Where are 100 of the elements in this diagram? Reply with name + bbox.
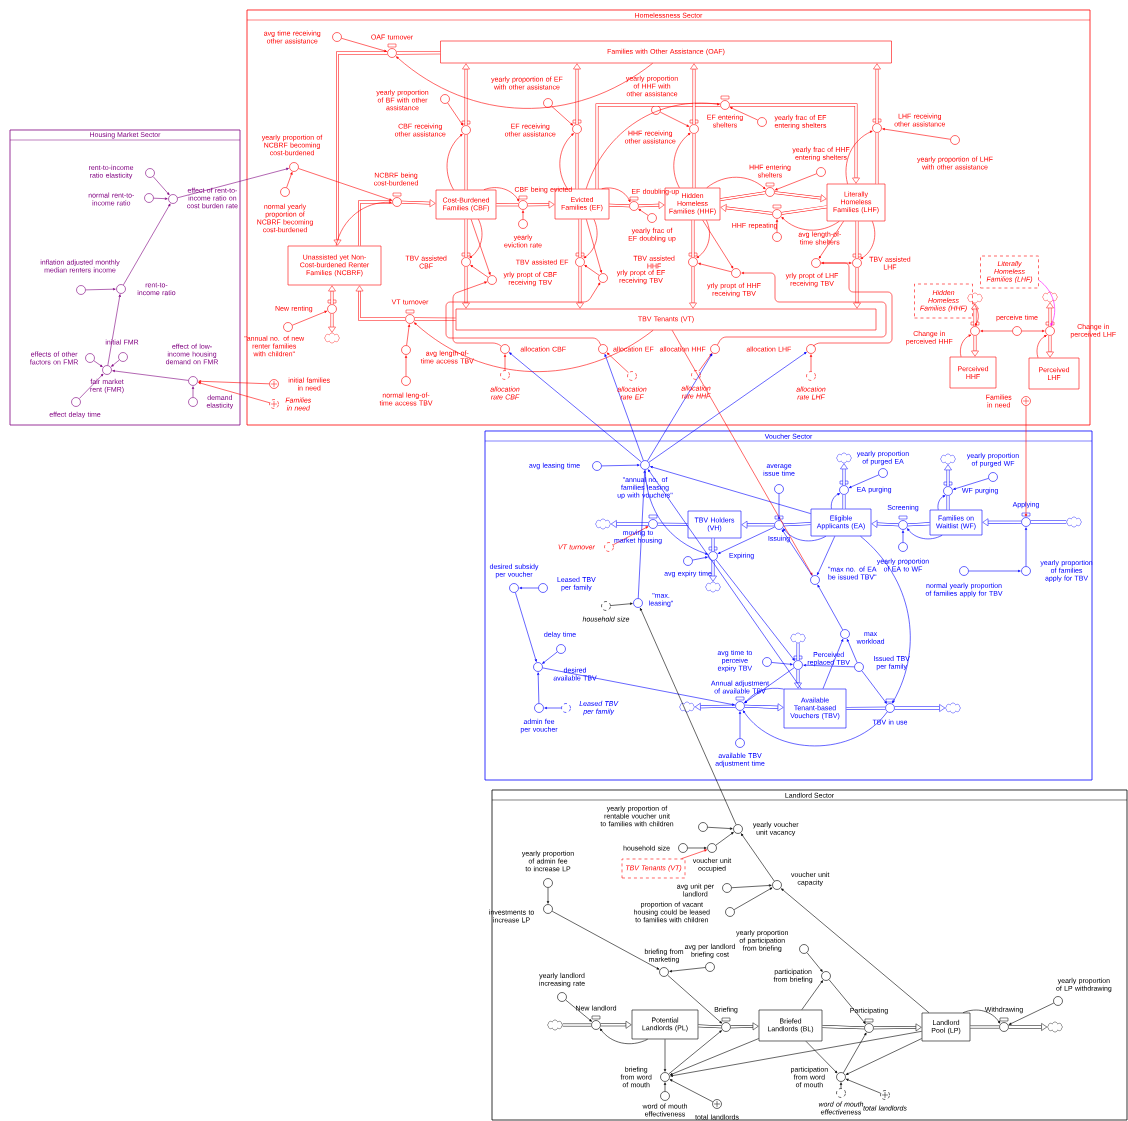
arrow [817, 536, 836, 576]
flow-pipe [875, 131, 879, 185]
flow-valve [387, 43, 397, 58]
arrow [860, 536, 911, 704]
arrow [546, 887, 550, 904]
flow-pipe [694, 702, 737, 711]
arrow [733, 887, 773, 910]
arrow [396, 56, 653, 109]
arrow [953, 478, 989, 490]
arrow [1036, 335, 1047, 358]
arrow [681, 849, 707, 859]
flow-pipe [971, 334, 979, 357]
arrow [729, 107, 758, 121]
arrow [1008, 1002, 1054, 1025]
arrow [647, 469, 802, 689]
arrow [650, 466, 811, 514]
flow-pipe [1046, 302, 1054, 328]
arrow [882, 128, 951, 140]
flow-pipe [526, 200, 555, 209]
arrow [774, 173, 817, 191]
arrow [583, 219, 598, 259]
flow-pipe [873, 63, 881, 125]
flow-pipe [720, 204, 774, 215]
flow-pipe [608, 203, 631, 208]
flow-valve [461, 120, 471, 135]
arrow [809, 354, 813, 372]
flow-valve [898, 515, 908, 530]
flow-pipe [782, 522, 812, 527]
arrow [698, 353, 712, 372]
arrow [907, 528, 943, 540]
arrow [805, 1041, 838, 1074]
arrow [1038, 279, 1055, 326]
arrow [445, 282, 601, 346]
arrow [968, 569, 1021, 573]
arrow [848, 474, 879, 489]
auxiliary-circle [880, 1090, 890, 1100]
cloud-symbol [1042, 291, 1058, 303]
arrow [123, 203, 171, 286]
flow-pipe [982, 518, 1023, 527]
flow-pipe [743, 703, 784, 712]
arrow [830, 493, 841, 509]
arrow [298, 168, 392, 201]
arrow [742, 710, 888, 747]
arrow [79, 373, 104, 399]
arrow [668, 1030, 722, 1075]
flow-pipe [872, 1023, 922, 1032]
cloud-symbol [705, 581, 721, 593]
flow-pipe [575, 132, 579, 190]
flow-pipe [610, 520, 650, 528]
flow-valve [872, 118, 882, 133]
flow-pipe [689, 265, 697, 309]
arrow [469, 219, 483, 259]
flow-pipe [400, 199, 436, 208]
arrow [696, 220, 710, 259]
flow-pipe [853, 266, 861, 309]
arrow [667, 974, 723, 1024]
flow-pipe [328, 312, 336, 333]
flow-valve [852, 253, 862, 268]
arrow [901, 530, 905, 543]
arrow [191, 386, 195, 398]
flow-pipe [355, 285, 407, 321]
arrow [198, 380, 270, 385]
arrow [584, 264, 600, 276]
arrow [537, 672, 540, 704]
flow-valve [839, 480, 849, 495]
arrow [341, 38, 387, 52]
flow-valve [721, 1017, 731, 1032]
arrow [845, 1038, 922, 1075]
flow-valve [572, 119, 582, 134]
flow-pipe [573, 63, 581, 126]
arrow [781, 888, 930, 1013]
arrow [565, 999, 592, 1022]
cloud-symbol [1047, 1021, 1063, 1033]
arrow [687, 846, 707, 850]
flow-valve [793, 655, 803, 670]
arrow [606, 352, 629, 374]
arrow [775, 219, 779, 233]
flow-valve [405, 309, 415, 324]
flow-pipe [711, 537, 715, 553]
flow-pipe [906, 522, 931, 527]
flow-pipe [944, 464, 952, 488]
arrow [671, 330, 813, 576]
arrow [85, 288, 116, 291]
arrow [107, 294, 121, 366]
flow-pipe [855, 220, 859, 260]
flow-valve [629, 196, 639, 211]
arrow [962, 1009, 1001, 1024]
flow-valve [648, 514, 658, 529]
flow-pipe [719, 191, 767, 202]
arrow [817, 584, 843, 631]
flow-pipe [780, 205, 828, 215]
arrow [542, 667, 735, 706]
flow-pipe [741, 520, 776, 529]
arrow [845, 1078, 881, 1094]
flow-pipe [413, 317, 457, 321]
flow-pipe [840, 463, 848, 487]
arrow [601, 464, 640, 467]
flow-pipe [561, 1023, 593, 1027]
arrow [861, 670, 887, 704]
arrow [692, 556, 708, 561]
